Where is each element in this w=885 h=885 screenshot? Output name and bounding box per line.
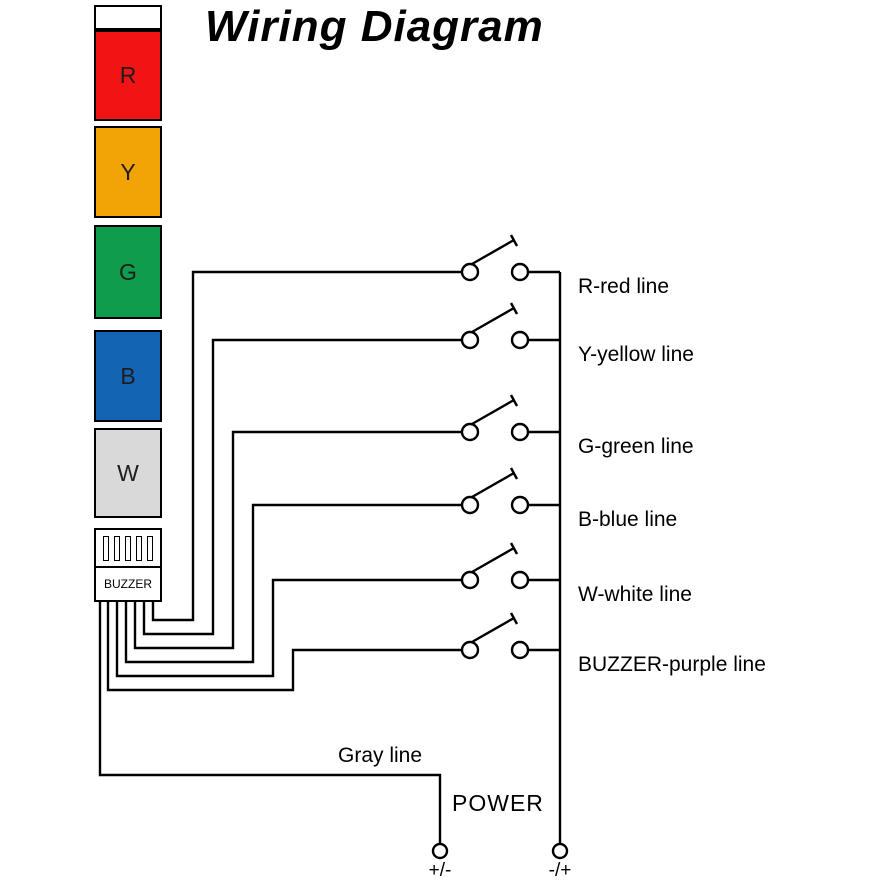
segment-label-blue: B <box>120 362 136 389</box>
switch-yellow <box>460 302 530 350</box>
wire-green-line <box>133 430 462 650</box>
grill-bar <box>136 535 142 561</box>
segment-label-red: R <box>119 62 137 88</box>
tower-segment-yellow: Y <box>94 126 162 218</box>
line-label-green: G-green line <box>578 435 694 458</box>
negative-terminal-label: -/+ <box>548 860 572 881</box>
wire-blue-line <box>124 503 462 664</box>
tower-segment-red: R <box>94 30 162 121</box>
wire-buzzer-line <box>106 601 462 692</box>
page-title: Wiring Diagram <box>205 2 544 51</box>
buzzer-grill <box>96 530 160 566</box>
grill-bar <box>125 535 131 561</box>
line-label-red: R-red line <box>578 275 670 298</box>
power-label: POWER <box>452 790 544 816</box>
negative-terminal <box>551 842 569 860</box>
wire-yellow-line <box>142 338 462 636</box>
switch-white <box>460 542 530 590</box>
grill-bar <box>147 535 153 561</box>
segment-label-green: G <box>119 258 137 285</box>
switch-blue <box>460 467 530 515</box>
line-label-buzzer: BUZZER-purple line <box>578 653 766 676</box>
line-label-blue: B-blue line <box>578 508 678 531</box>
tower-segment-green: G <box>94 225 162 319</box>
positive-terminal <box>431 842 449 860</box>
buzzer-label: BUZZER <box>96 566 160 600</box>
wire-gray-line <box>98 601 442 843</box>
wire-white-line <box>115 578 462 678</box>
switch-green <box>460 394 530 442</box>
grill-bar <box>103 535 109 561</box>
switch-red <box>460 234 530 282</box>
line-label-white: W-white line <box>578 583 692 606</box>
wire-red-line <box>151 270 462 622</box>
segment-label-white: W <box>117 459 139 486</box>
tower-top-cap <box>94 5 162 30</box>
gray-line-label: Gray line <box>338 744 423 767</box>
tower-segment-blue: B <box>94 330 162 422</box>
segment-label-yellow: Y <box>120 158 136 185</box>
switch-buzzer <box>460 612 530 660</box>
line-label-yellow: Y-yellow line <box>578 343 694 366</box>
tower-segment-white: W <box>94 428 162 518</box>
grill-bar <box>114 535 120 561</box>
positive-terminal-label: +/- <box>428 860 452 881</box>
buzzer-unit: BUZZER <box>94 528 162 602</box>
